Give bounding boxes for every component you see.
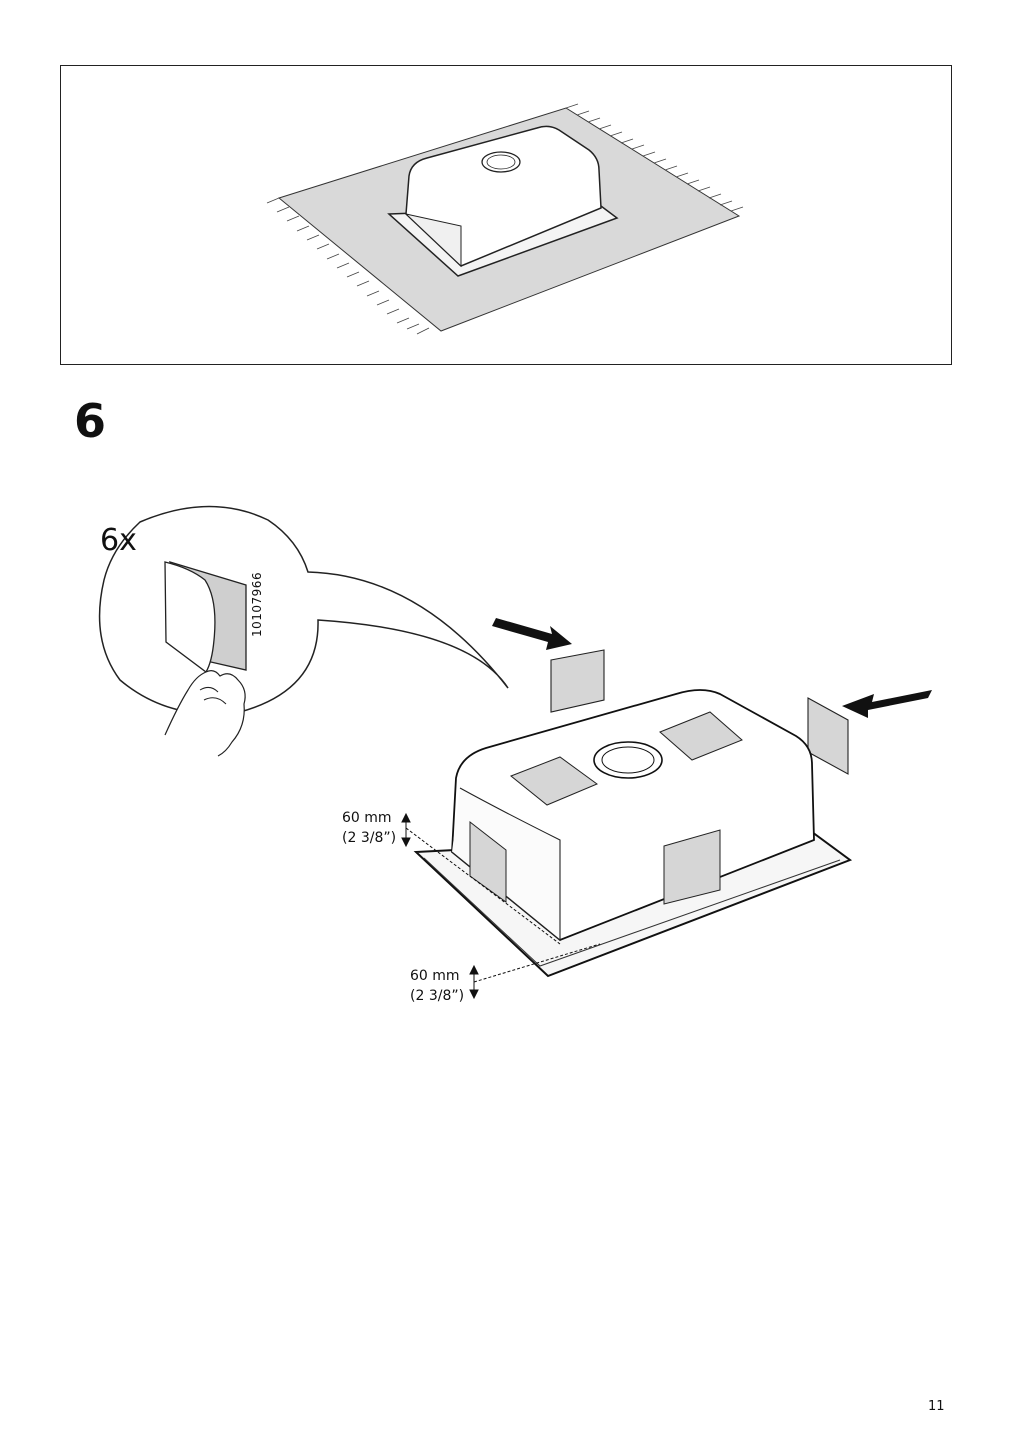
felt-pad-applied-3 — [469, 820, 507, 903]
felt-pad-applied-2 — [659, 711, 743, 761]
page-number: 11 — [928, 1399, 945, 1414]
drain-hole — [593, 741, 663, 779]
arrow-left-pad — [492, 618, 572, 650]
backing-paper — [164, 561, 216, 673]
callout-bubble — [98, 505, 509, 715]
dimension-imperial: (2 3/8”) — [410, 988, 465, 1004]
sink-on-blanket-illustration — [266, 103, 744, 335]
felt-pad-top-left — [550, 649, 605, 713]
dimension-metric: 60 mm — [342, 810, 392, 826]
step-number: 6 — [74, 394, 107, 448]
felt-pad-applied-1 — [510, 756, 599, 806]
arrow-right-pad — [842, 690, 932, 718]
hand-icon — [164, 670, 246, 757]
felt-pad-applied-4 — [663, 829, 721, 905]
quantity-label: 6x — [100, 523, 137, 558]
dimension-imperial: (2 3/8”) — [342, 830, 397, 846]
dimension-metric: 60 mm — [410, 968, 460, 984]
previous-step-panel — [60, 65, 952, 365]
part-number-label: 10107966 — [250, 571, 264, 637]
sink-pad-placement-illustration — [98, 505, 932, 1000]
dimension-label-front: 60 mm (2 3/8”) — [410, 966, 464, 1006]
dimension-label-side: 60 mm (2 3/8”) — [342, 808, 396, 848]
felt-pad-right — [807, 697, 849, 775]
blanket-fringe — [266, 103, 744, 335]
